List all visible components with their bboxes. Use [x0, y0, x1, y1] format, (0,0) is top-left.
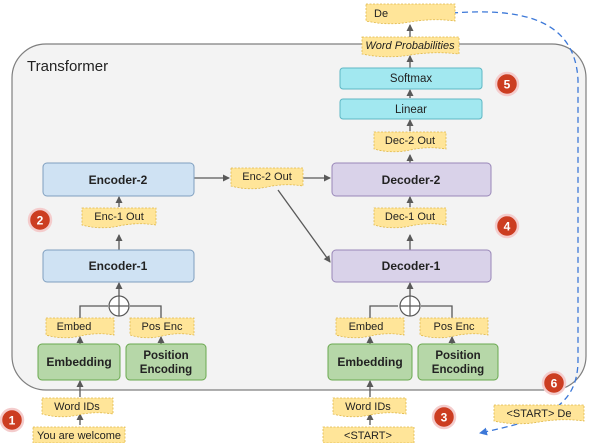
- word-ids-left-text: Word IDs: [54, 401, 100, 413]
- softmax-label: Softmax: [390, 73, 432, 85]
- step-badge-4: 4: [494, 213, 520, 239]
- note-input-text: [32, 426, 126, 443]
- linear-label: Linear: [395, 104, 427, 116]
- decoder-2-block: Decoder-2: [331, 162, 492, 197]
- word-probabilities-text: Word Probabilities: [365, 40, 455, 52]
- add-operator-left-icon: [108, 295, 130, 317]
- position-encoding-label-right-2: Encoding: [432, 364, 484, 376]
- embed-right-text: Embed: [349, 321, 384, 333]
- decoder-2-label: Decoder-2: [382, 173, 441, 187]
- note-word-ids-right: [332, 397, 407, 418]
- embedding-label-right: Embedding: [337, 355, 402, 369]
- note-embed-left: [45, 317, 115, 339]
- word-ids-right-text: Word IDs: [345, 401, 391, 413]
- svg-text:3: 3: [441, 411, 448, 425]
- svg-text:4: 4: [504, 220, 511, 234]
- dec2-out-text: Dec-2 Out: [385, 135, 435, 147]
- position-encoding-label-right-1: Position: [435, 350, 480, 362]
- svg-text:5: 5: [504, 78, 511, 92]
- softmax-block: Softmax: [339, 67, 483, 90]
- note-word-ids-left: [41, 397, 114, 418]
- svg-text:2: 2: [37, 214, 44, 228]
- note-embed-right: [335, 317, 405, 339]
- svg-text:1: 1: [9, 414, 16, 428]
- encoder-1-block: Encoder-1: [42, 249, 195, 283]
- embedding-block-right: Embedding: [327, 343, 413, 381]
- dec1-out-text: Dec-1 Out: [385, 211, 435, 223]
- embedding-block-left: Embedding: [37, 343, 121, 381]
- note-posenc-right: [419, 317, 489, 339]
- enc2-out-text: Enc-2 Out: [242, 171, 292, 183]
- position-encoding-label-left-2: Encoding: [140, 364, 192, 376]
- decoder-1-block: Decoder-1: [331, 249, 492, 283]
- connector-arrows: [76, 24, 456, 425]
- enc1-out-text: Enc-1 Out: [94, 211, 144, 223]
- next-input-text: <START> De: [506, 408, 571, 420]
- decoder-1-label: Decoder-1: [382, 259, 441, 273]
- position-encoding-block-right: Position Encoding: [417, 343, 499, 381]
- note-enc2-out: [230, 167, 304, 190]
- note-dec1-out: [373, 207, 447, 229]
- encoder-2-block: Encoder-2: [42, 162, 195, 197]
- output-word-text: De: [374, 8, 388, 20]
- start-token-text: <START>: [344, 430, 392, 442]
- posenc-left-text: Pos Enc: [142, 321, 183, 333]
- step-badge-2: 2: [27, 207, 53, 233]
- step-badge-3: 3: [431, 404, 457, 430]
- note-start-token: [322, 426, 415, 443]
- note-enc1-out: [81, 207, 157, 229]
- svg-text:6: 6: [551, 377, 558, 391]
- note-word-probabilities: [361, 36, 460, 58]
- embedding-label-left: Embedding: [46, 355, 111, 369]
- note-posenc-left: [129, 317, 195, 339]
- note-next-input: [493, 404, 585, 425]
- posenc-right-text: Pos Enc: [434, 321, 475, 333]
- step-badge-5: 5: [494, 71, 520, 97]
- note-output-word: [365, 3, 456, 25]
- step-badge-6: 6: [541, 370, 567, 396]
- step-badge-1: 1: [0, 407, 25, 433]
- encoder-2-label: Encoder-2: [89, 173, 148, 187]
- note-dec2-out: [373, 131, 447, 153]
- embed-left-text: Embed: [57, 321, 92, 333]
- encoder-1-label: Encoder-1: [89, 259, 148, 273]
- position-encoding-block-left: Position Encoding: [125, 343, 207, 381]
- linear-block: Linear: [339, 98, 483, 120]
- transformer-container: [11, 43, 587, 391]
- input-text: You are welcome: [37, 430, 121, 442]
- transformer-title: Transformer: [27, 58, 108, 75]
- add-operator-right-icon: [399, 295, 421, 317]
- position-encoding-label-left-1: Position: [143, 350, 188, 362]
